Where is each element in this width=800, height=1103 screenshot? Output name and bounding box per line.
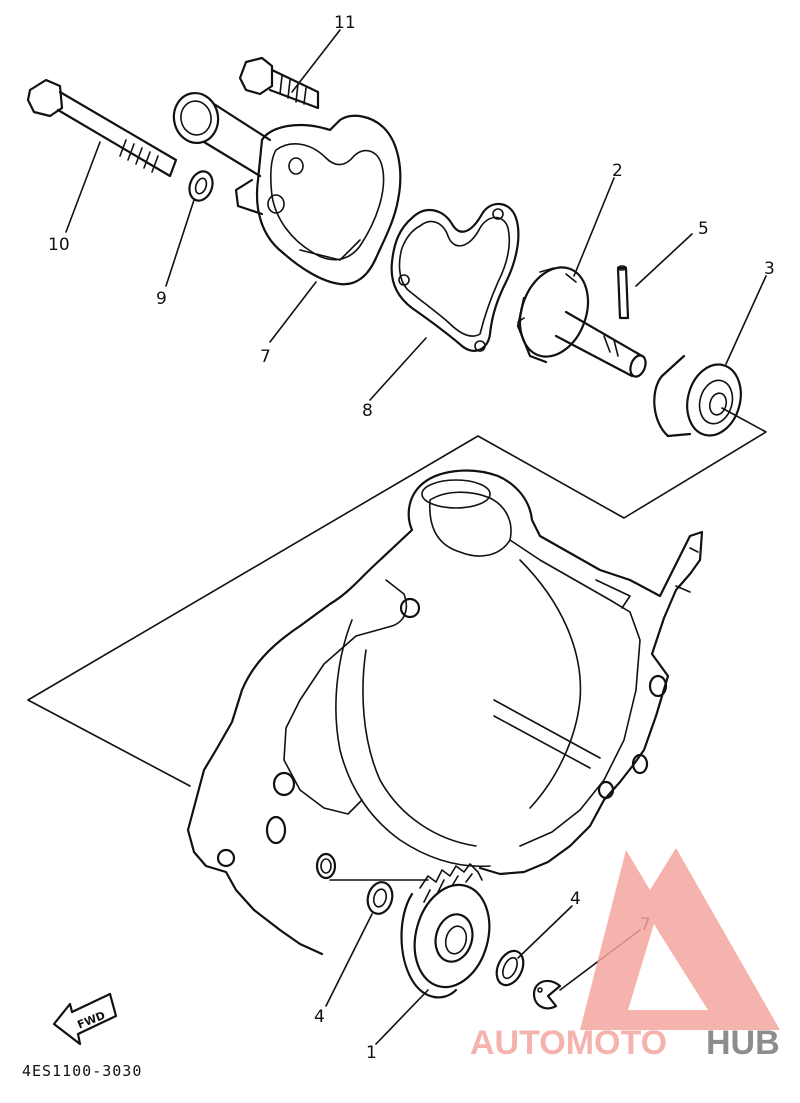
part-label-11: 11 (334, 13, 356, 33)
watermark-triangle-icon (580, 848, 780, 1030)
part-label-7: 7 (260, 347, 271, 367)
part-label-4-left: 4 (314, 1007, 325, 1027)
watermark-word-colored: AUTOMOTO (470, 1024, 667, 1062)
gasket-8 (390, 202, 520, 352)
washer-9 (188, 170, 214, 202)
part-label-5: 5 (698, 219, 709, 239)
part-label-10: 10 (48, 235, 70, 255)
bolt-10 (26, 78, 178, 178)
pin-5 (616, 265, 630, 320)
impeller-gear-1 (400, 863, 491, 999)
fwd-arrow: FWD (52, 992, 118, 1046)
circlip-6 (532, 979, 562, 1010)
watermark-word-gray: HUB (706, 1024, 780, 1062)
bolt-11 (238, 56, 320, 110)
bearing-3 (653, 354, 742, 438)
part-label-2: 2 (612, 161, 623, 181)
watermark-logo: AUTOMOTO HUB (470, 848, 780, 1062)
washer-4-right (495, 949, 525, 987)
part-label-8: 8 (362, 401, 373, 421)
crankcase-cover (186, 469, 704, 956)
pump-housing-7 (172, 91, 402, 286)
part-label-1: 1 (366, 1043, 377, 1063)
part-label-3: 3 (764, 259, 775, 279)
washer-4-left (366, 881, 394, 915)
part-label-9: 9 (156, 289, 167, 309)
impeller-shaft-2 (516, 266, 647, 378)
part-label-4-right: 4 (570, 889, 581, 909)
drawing-code: 4ES1100-3030 (22, 1062, 142, 1080)
guide-lines (27, 407, 767, 881)
